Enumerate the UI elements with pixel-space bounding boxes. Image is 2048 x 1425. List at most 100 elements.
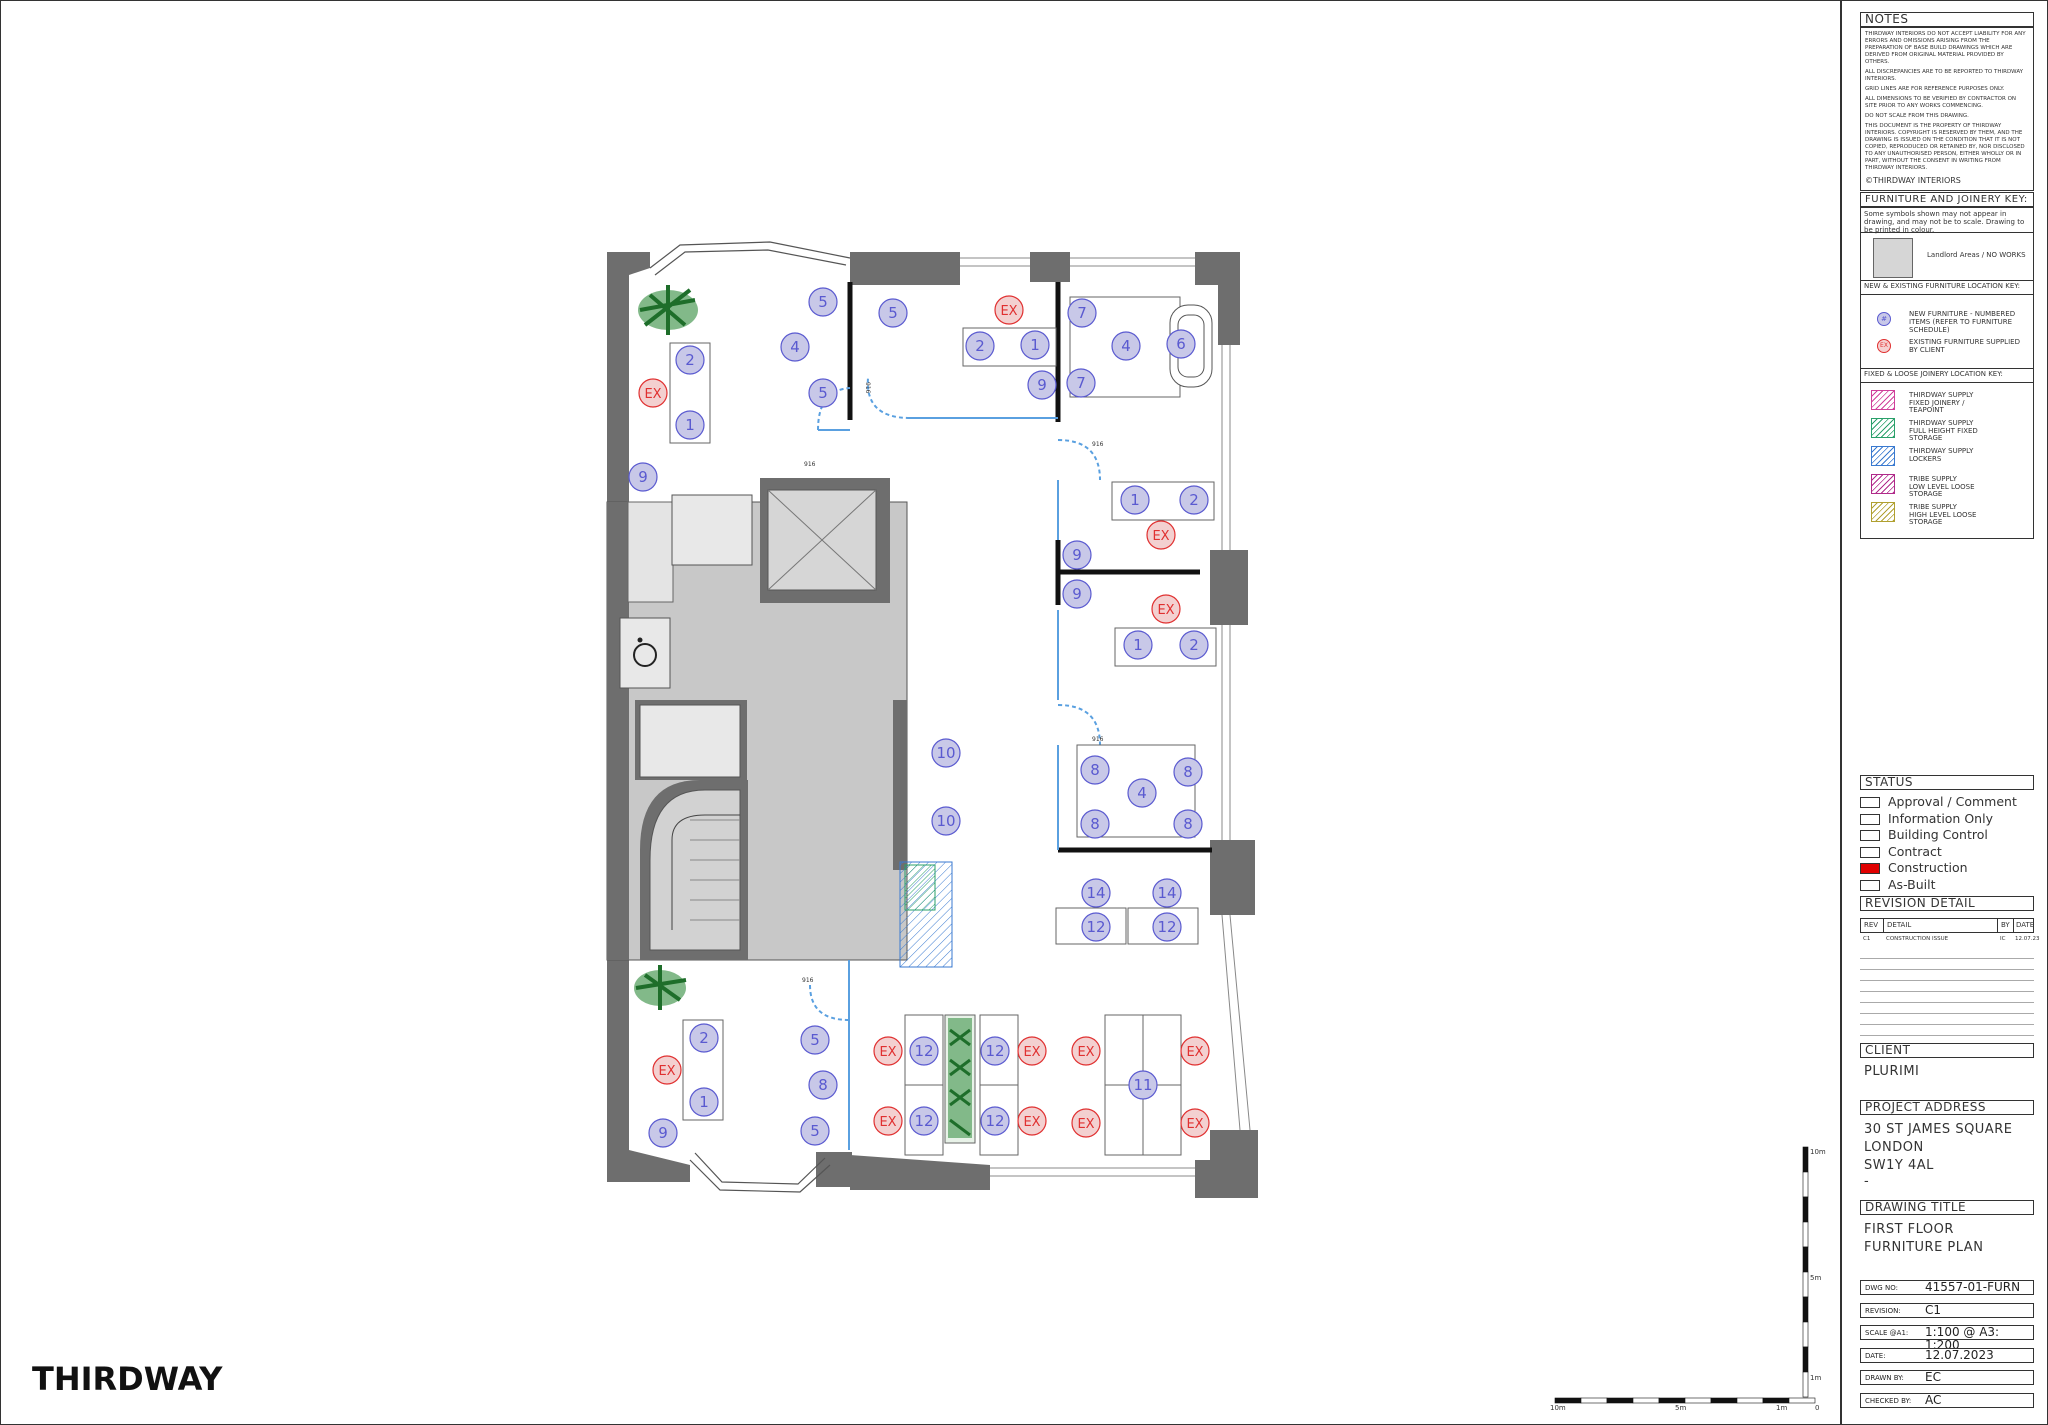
landlord-label: Landlord Areas / NO WORKS bbox=[1927, 251, 2026, 259]
title-block-row-checked-by: CHECKED BY:AC bbox=[1860, 1392, 2034, 1408]
furniture-number-label: 5 bbox=[888, 304, 898, 322]
status-option-construction[interactable]: Construction bbox=[1860, 860, 1968, 875]
furniture-number-label: 2 bbox=[699, 1029, 709, 1047]
furniture-item-marker: 4 bbox=[780, 332, 810, 362]
furniture-number-label: 9 bbox=[658, 1124, 668, 1142]
scale-label-v-1m: 1m bbox=[1810, 1374, 1821, 1382]
client-heading: CLIENT bbox=[1860, 1043, 2034, 1058]
furniture-number-label: 8 bbox=[1090, 761, 1100, 779]
furniture-item-marker: 7 bbox=[1066, 368, 1096, 398]
scale-segment bbox=[1658, 1397, 1686, 1404]
status-option-as-built[interactable]: As-Built bbox=[1860, 877, 1935, 892]
revision-heading: REVISION DETAIL bbox=[1860, 896, 2034, 911]
existing-marker-label: EX bbox=[1000, 304, 1017, 319]
furniture-number-label: 12 bbox=[1086, 918, 1105, 936]
existing-furniture-marker: EX bbox=[638, 378, 668, 408]
existing-furniture-marker: EX bbox=[1071, 1108, 1101, 1138]
title-block-label: REVISION: bbox=[1865, 1306, 1901, 1315]
door-label: 916 bbox=[804, 461, 816, 468]
outer-walls bbox=[607, 252, 1258, 1198]
furniture-item-marker: 5 bbox=[800, 1025, 830, 1055]
status-label: Building Control bbox=[1888, 827, 1988, 842]
joinery-key-heading: FIXED & LOOSE JOINERY LOCATION KEY: bbox=[1864, 370, 2003, 378]
furniture-item-marker: 1 bbox=[1123, 630, 1153, 660]
key-panel: Some symbols shown may not appear in dra… bbox=[1860, 207, 2034, 539]
note-text: ALL DIMENSIONS TO BE VERIFIED BY CONTRAC… bbox=[1865, 96, 2017, 109]
scale-segment bbox=[1606, 1397, 1634, 1404]
status-checkbox[interactable] bbox=[1860, 863, 1880, 874]
title-block-label: DATE: bbox=[1865, 1351, 1886, 1360]
status-option-information-only[interactable]: Information Only bbox=[1860, 811, 1993, 826]
revision-header-row: REV DETAIL BY DATE bbox=[1860, 918, 2034, 933]
joinery-supplier: TRIBE SUPPLY bbox=[1909, 475, 1957, 483]
joinery-description: HIGH LEVEL LOOSE STORAGE bbox=[1909, 511, 1977, 526]
project-address-heading: PROJECT ADDRESS bbox=[1860, 1100, 2034, 1115]
furniture-number-label: 1 bbox=[1133, 636, 1143, 654]
scale-segment bbox=[1802, 1246, 1809, 1273]
joinery-swatch bbox=[1871, 390, 1895, 410]
status-checkbox[interactable] bbox=[1860, 797, 1880, 808]
existing-marker-label: EX bbox=[1077, 1045, 1094, 1060]
address-line-4: - bbox=[1864, 1174, 1870, 1189]
furniture-number-label: 4 bbox=[1137, 784, 1147, 802]
existing-furniture-marker: EX bbox=[1071, 1036, 1101, 1066]
joinery-supplier: THIRDWAY SUPPLY bbox=[1909, 447, 1974, 455]
status-checkbox[interactable] bbox=[1860, 830, 1880, 841]
scale-segment bbox=[1684, 1397, 1712, 1404]
notes-panel: THIRDWAY INTERIORS DO NOT ACCEPT LIABILI… bbox=[1860, 27, 2034, 191]
furniture-item-marker: 2 bbox=[689, 1023, 719, 1053]
furniture-item-marker: 10 bbox=[931, 806, 961, 836]
furniture-number-label: 12 bbox=[985, 1042, 1004, 1060]
furniture-item-marker: 6 bbox=[1166, 329, 1196, 359]
detail-col-header: DETAIL bbox=[1887, 921, 1912, 929]
status-checkbox[interactable] bbox=[1860, 879, 1880, 891]
scale-segment bbox=[1736, 1397, 1764, 1404]
title-block-label: SCALE @A1: bbox=[1865, 1329, 1909, 1337]
scale-segment bbox=[1554, 1397, 1582, 1404]
drawing-title-line-2: FURNITURE PLAN bbox=[1864, 1240, 1984, 1255]
furniture-number-label: 12 bbox=[1157, 918, 1176, 936]
scale-bar: 10m 5m 1m 0 10m 5m 1m bbox=[1550, 1146, 1826, 1412]
plant-icon bbox=[638, 285, 698, 335]
joinery-supplier: TRIBE SUPPLY bbox=[1909, 503, 1957, 511]
status-checkbox[interactable] bbox=[1860, 813, 1880, 825]
existing-furniture-label: EXISTING FURNITURE SUPPLIED BY CLIENT bbox=[1909, 338, 2020, 354]
furniture-item-marker: 5 bbox=[808, 287, 838, 317]
glazed-partitions bbox=[809, 377, 1101, 1150]
revision-empty-line bbox=[1860, 1013, 2034, 1014]
furniture-item-marker: 8 bbox=[1173, 809, 1203, 839]
status-option-building-control[interactable]: Building Control bbox=[1860, 827, 1988, 842]
existing-marker-label: EX bbox=[879, 1115, 896, 1130]
floor-plan: 916 916 916 916 916 bbox=[606, 241, 1826, 1412]
furniture-number-label: 5 bbox=[810, 1031, 820, 1049]
status-option-approval-comment[interactable]: Approval / Comment bbox=[1860, 794, 2017, 809]
existing-furniture-marker: EX bbox=[1180, 1036, 1210, 1066]
note-text: THIS DOCUMENT IS THE PROPERTY OF THIRDWA… bbox=[1865, 123, 2025, 171]
rev-col-header: REV bbox=[1864, 921, 1879, 929]
furniture-number-label: 8 bbox=[1183, 815, 1193, 833]
furniture-item-marker: 2 bbox=[1179, 630, 1209, 660]
existing-marker-label: EX bbox=[1152, 529, 1169, 544]
notes-heading: NOTES bbox=[1860, 12, 2034, 27]
furniture-number-label: 7 bbox=[1077, 304, 1087, 322]
thirdway-logo: THIRDWAY bbox=[32, 1360, 223, 1398]
existing-marker-label: EX bbox=[1023, 1045, 1040, 1060]
revision-empty-line bbox=[1860, 991, 2034, 992]
furniture-number-label: 10 bbox=[936, 744, 955, 762]
furniture-item-marker: 8 bbox=[1080, 809, 1110, 839]
furniture-item-marker: 5 bbox=[808, 378, 838, 408]
existing-furniture-marker: EX bbox=[1017, 1106, 1047, 1136]
joinery-description: FIXED JOINERY / TEAPOINT bbox=[1909, 399, 1965, 414]
scale-segment bbox=[1802, 1321, 1809, 1348]
furniture-number-label: 9 bbox=[1037, 376, 1047, 394]
status-option-contract[interactable]: Contract bbox=[1860, 844, 1942, 859]
furniture-item-marker: 2 bbox=[675, 345, 705, 375]
note-text: ALL DISCREPANCIES ARE TO BE REPORTED TO … bbox=[1865, 69, 2024, 82]
joinery-description: LOW LEVEL LOOSE STORAGE bbox=[1909, 483, 1975, 498]
scale-segment bbox=[1710, 1397, 1738, 1404]
furniture-item-marker: 12 bbox=[1152, 912, 1182, 942]
furniture-item-marker: 8 bbox=[1173, 757, 1203, 787]
scale-segment bbox=[1802, 1371, 1809, 1398]
status-checkbox[interactable] bbox=[1860, 846, 1880, 858]
revision-row: C1 CONSTRUCTION ISSUE IC 12.07.23 bbox=[1860, 935, 2040, 945]
